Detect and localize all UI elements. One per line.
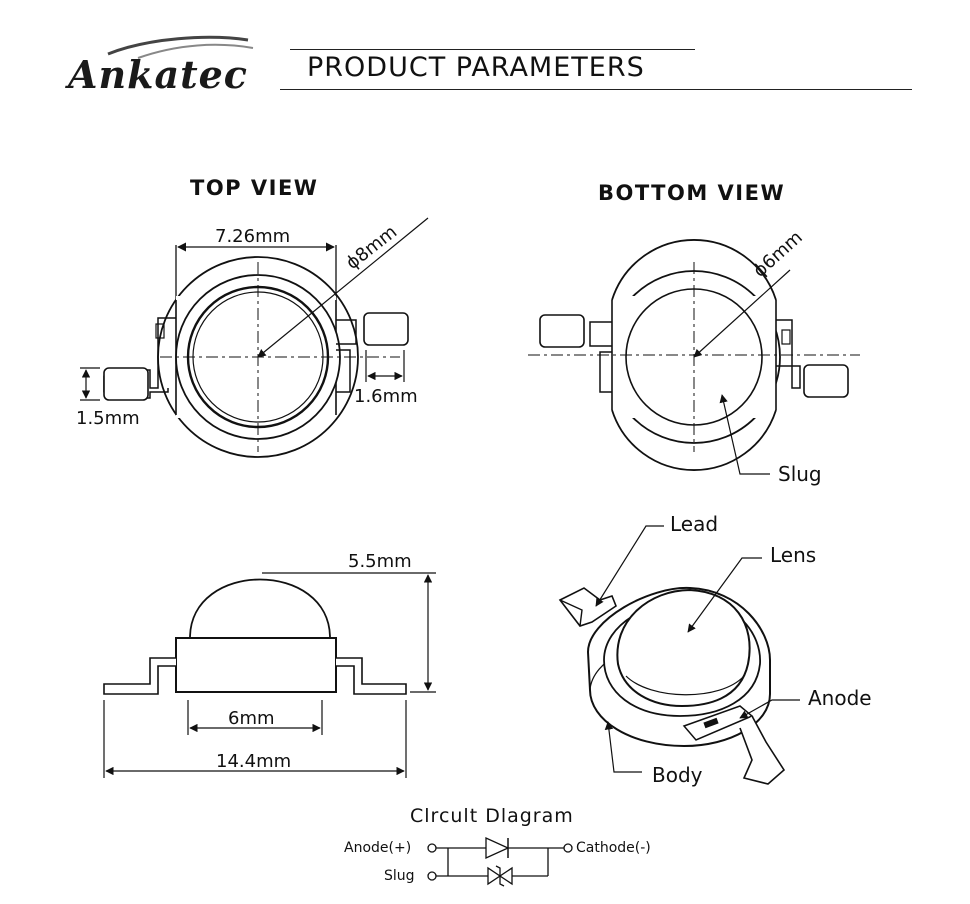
top-lead-gap-dim: 1.6mm — [354, 386, 418, 407]
header-bottom-rule — [280, 89, 912, 90]
side-lens-dome — [189, 578, 331, 639]
circuit-slug-label: Slug — [384, 868, 415, 884]
iso-lens — [616, 588, 751, 708]
anode-terminal-icon — [427, 843, 437, 853]
cathode-terminal-icon — [563, 843, 573, 853]
iso-left-lead — [558, 587, 617, 627]
top-left-lead — [103, 367, 149, 401]
brand-name: Ankatec — [68, 52, 248, 97]
side-total-dim: 14.4mm — [216, 751, 291, 772]
iso-right-lead — [739, 715, 786, 785]
side-view: 5.5mm 6mm 14.4mm — [103, 551, 436, 778]
zener-diode-icon — [487, 866, 502, 886]
circuit-cathode-label: Cathode(-) — [576, 840, 651, 856]
logo-swoosh-icon — [107, 35, 254, 59]
bottom-view-title: BOTTOM VIEW — [598, 181, 785, 205]
top-right-lead — [363, 312, 409, 346]
brand-logo: Ankatec — [68, 35, 268, 100]
top-view: TOP VIEW 7.26mm ϕ8mm 1.6mm — [76, 176, 429, 458]
slug-terminal-icon — [427, 871, 437, 881]
circuit-title: Clrcult Dlagram — [410, 805, 574, 827]
anode-label: Anode — [808, 686, 872, 710]
page-title: PRODUCT PARAMETERS — [307, 52, 645, 83]
body-label: Body — [652, 763, 703, 787]
bottom-left-lead — [539, 314, 585, 348]
bottom-right-lead — [803, 364, 849, 398]
bottom-diameter-dim: ϕ6mm — [749, 227, 806, 282]
side-height-dim: 5.5mm — [348, 551, 412, 572]
top-lead-height-dim: 1.5mm — [76, 408, 140, 429]
lead-label: Lead — [670, 512, 718, 536]
side-body — [175, 637, 337, 693]
led-diode-icon — [485, 836, 510, 860]
circuit-diagram: Clrcult Dlagram Anode(+) Cathode(-) Slug — [344, 805, 651, 887]
side-base-dim: 6mm — [228, 708, 275, 729]
side-right-lead — [336, 657, 407, 695]
top-width-dim: 7.26mm — [215, 226, 290, 247]
iso-view: Lead Lens Anode Body — [558, 512, 872, 787]
header-top-rule — [290, 49, 695, 50]
circuit-anode-label: Anode(+) — [344, 840, 411, 856]
lens-label: Lens — [770, 543, 816, 567]
slug-label: Slug — [778, 462, 822, 486]
top-view-title: TOP VIEW — [190, 176, 318, 200]
side-left-lead — [103, 657, 176, 695]
bottom-view: BOTTOM VIEW ϕ6mm Slug — [528, 181, 860, 486]
